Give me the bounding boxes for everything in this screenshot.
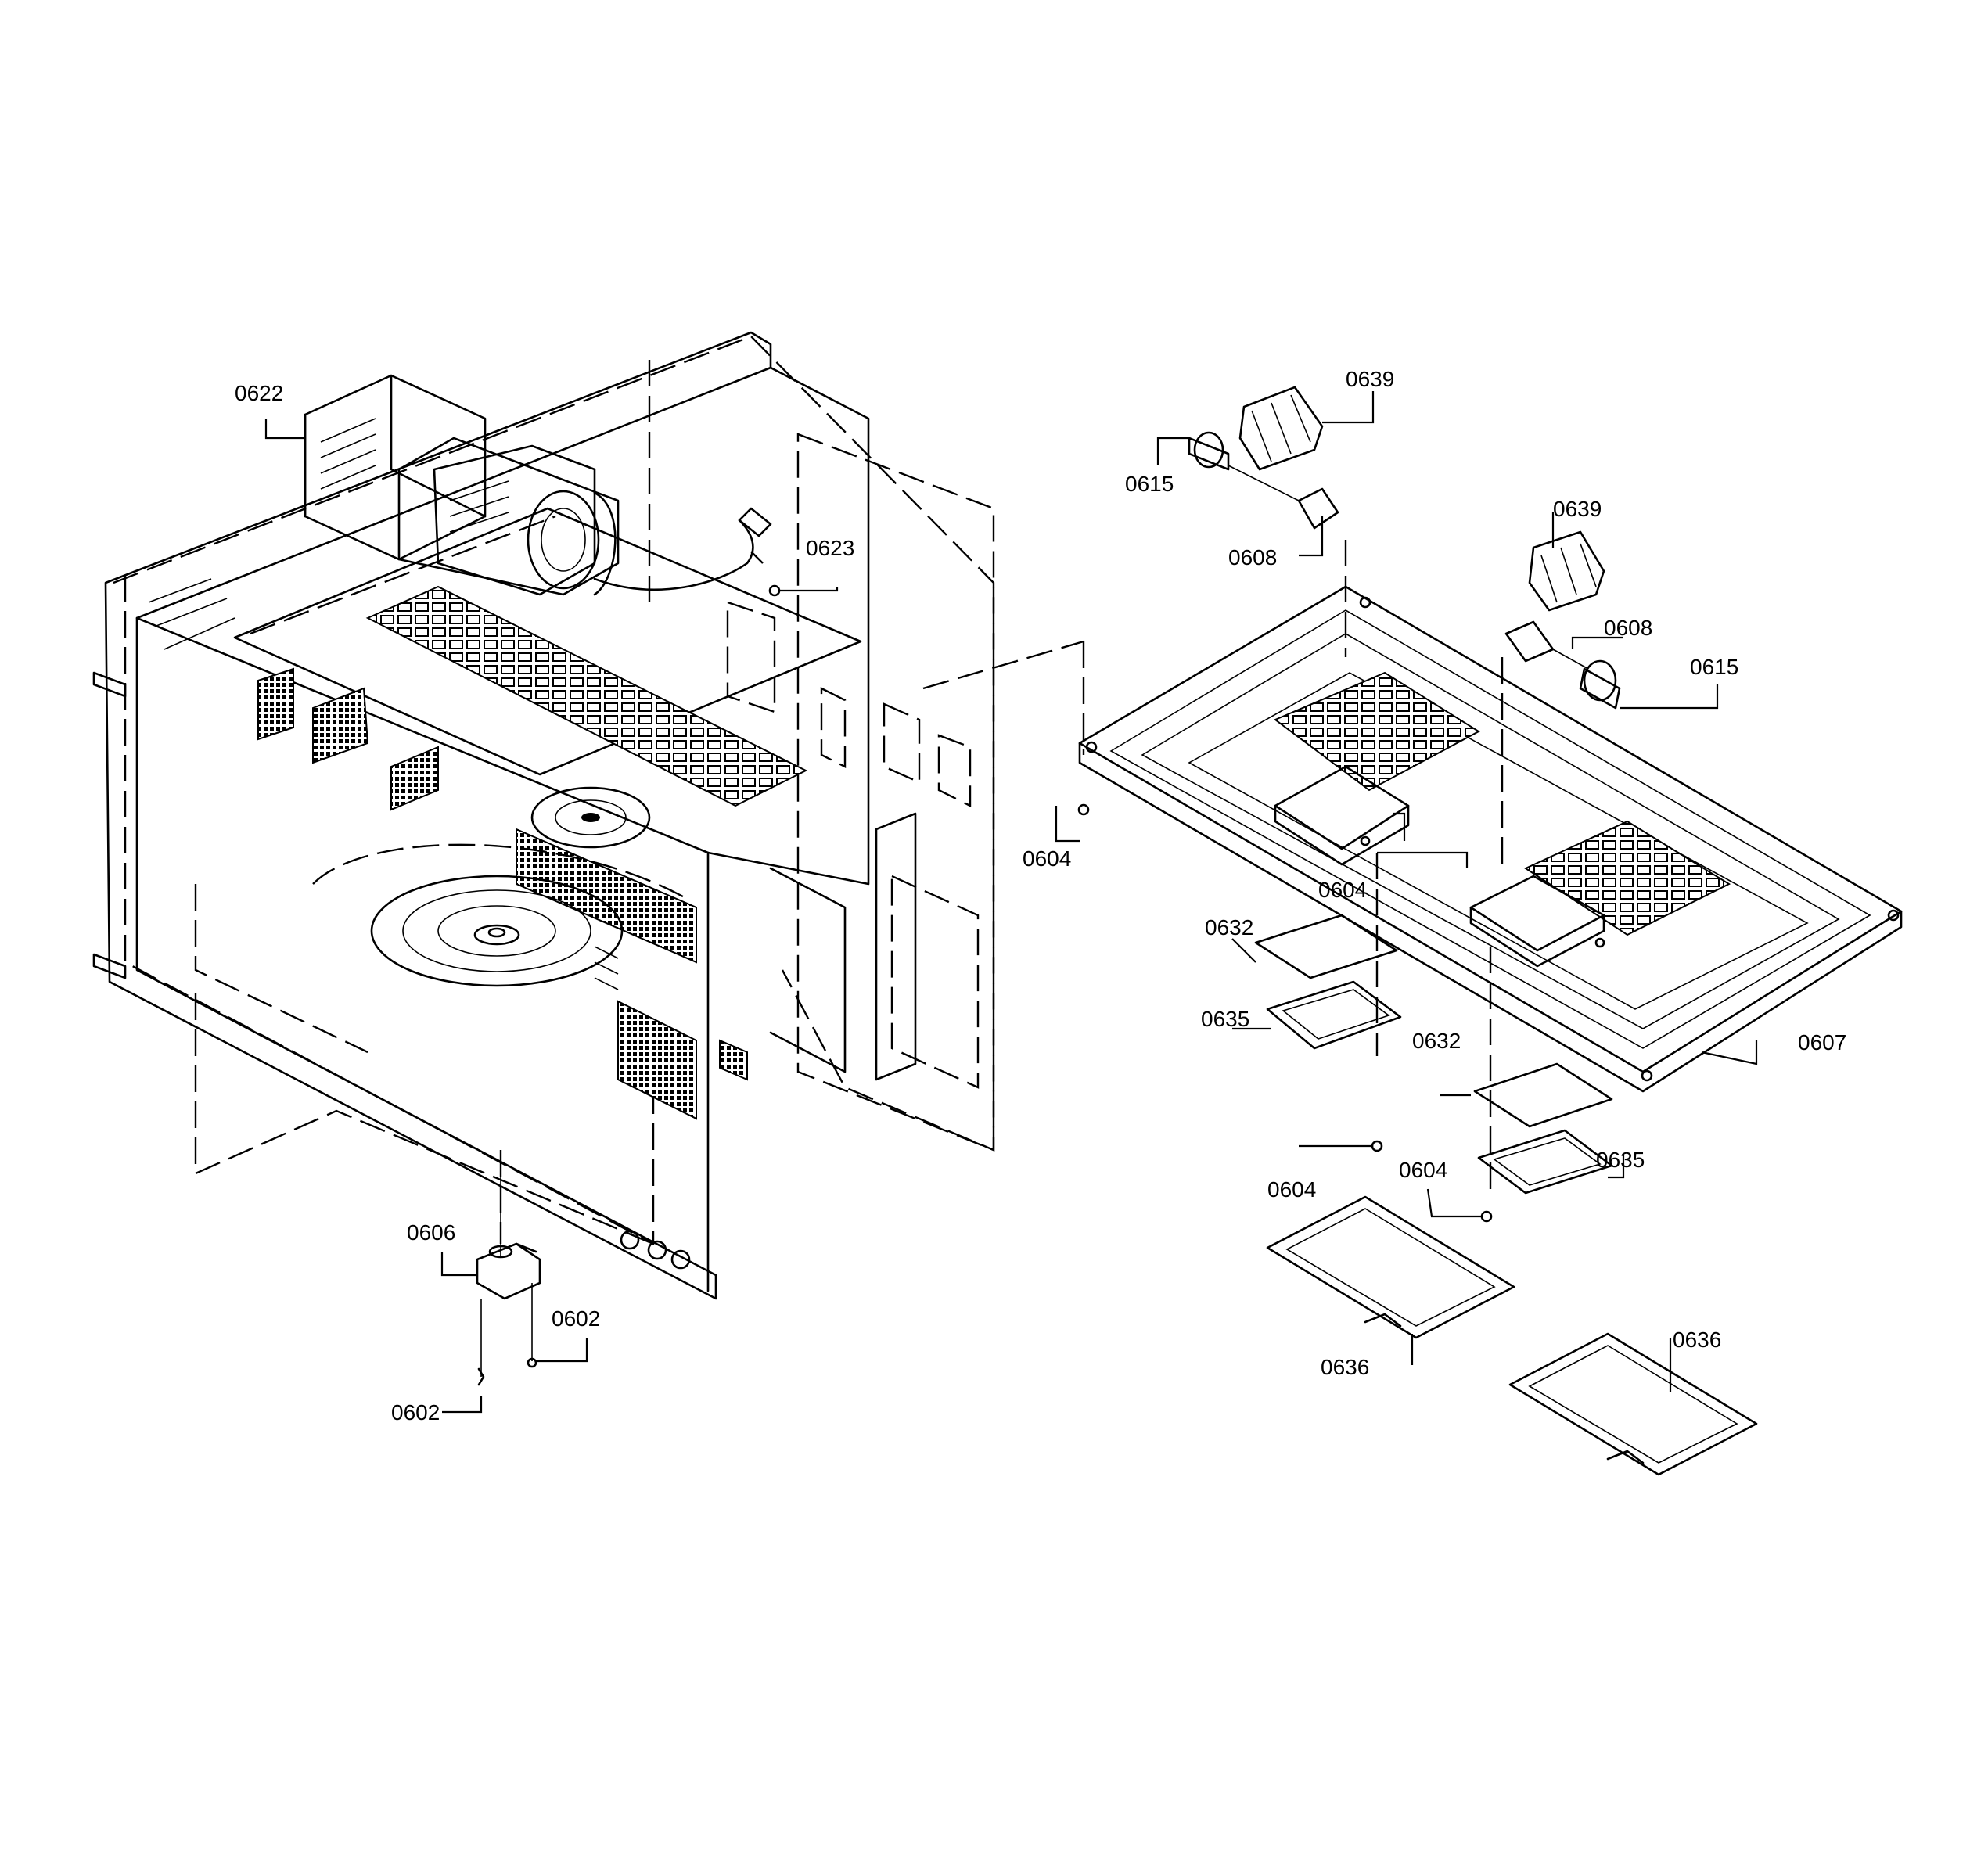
turntable-motor: [476, 1150, 541, 1386]
callout-0632-b: 0632: [1412, 1029, 1461, 1053]
screw-0623: [768, 584, 781, 597]
callout-0636-a: 0636: [1321, 1355, 1369, 1379]
leader-lines: [264, 391, 1758, 1414]
callout-0608-b: 0608: [1604, 616, 1652, 640]
bottom-plate-0607: [1078, 540, 1903, 1197]
callout-0602-a: 0602: [552, 1306, 600, 1331]
callout-0639-b: 0639: [1553, 497, 1602, 521]
screw-0604-a: [1077, 803, 1090, 816]
callout-0608-a: 0608: [1228, 545, 1277, 569]
callout-0636-b: 0636: [1673, 1328, 1721, 1352]
callout-0622: 0622: [235, 381, 283, 405]
callout-0615-a: 0615: [1125, 472, 1174, 496]
callout-0604-lower-left: 0604: [1267, 1177, 1316, 1202]
callout-0604-lower-right: 0604: [1399, 1158, 1447, 1182]
callout-0606: 0606: [407, 1220, 455, 1245]
callout-0623: 0623: [806, 536, 854, 560]
callout-0604-center: 0604: [1318, 878, 1367, 902]
callout-0604-left: 0604: [1023, 846, 1071, 871]
fan-motor-assembly: [304, 374, 772, 596]
callout-0639-a: 0639: [1346, 367, 1394, 391]
callout-labels: 0622 0623 0604 0606 0602 0602 0639 0615 …: [235, 367, 1846, 1425]
callout-0632-a: 0632: [1205, 915, 1253, 940]
callout-0615-b: 0615: [1690, 655, 1738, 679]
callout-0635-a: 0635: [1201, 1007, 1249, 1031]
callout-0635-b: 0635: [1596, 1148, 1645, 1172]
callout-0602-b: 0602: [391, 1400, 440, 1425]
callout-0607: 0607: [1798, 1030, 1846, 1055]
oven-cavity-assembly: [92, 331, 1085, 1300]
